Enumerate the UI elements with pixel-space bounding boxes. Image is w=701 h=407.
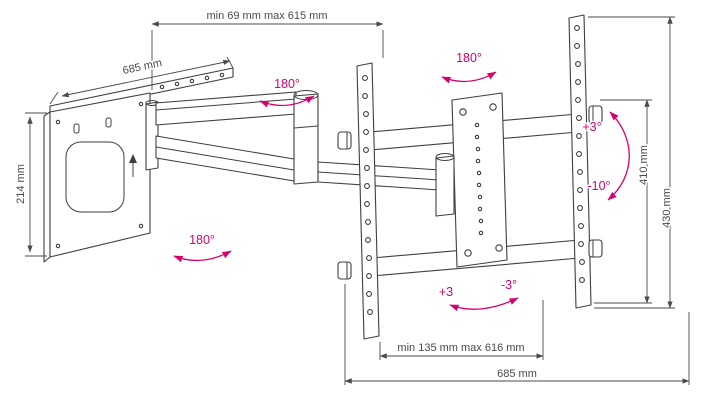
angle-bracket-swivel: 180° bbox=[441, 50, 497, 84]
dim-wall-height-label: 214 mm bbox=[15, 164, 27, 204]
angle-arc bbox=[449, 297, 519, 312]
wall-plate-face bbox=[49, 92, 151, 258]
dim-wall-width-label: 685 mm bbox=[122, 57, 163, 77]
dim-bracket-hole-height-label: 410 mm bbox=[638, 145, 650, 185]
vesa-center-plate bbox=[451, 92, 508, 268]
tv-bracket bbox=[337, 14, 603, 340]
dimension-line bbox=[61, 59, 231, 98]
angle-tilt: +3° -10° bbox=[581, 111, 630, 201]
angle-tilt-down-label: -10° bbox=[587, 179, 610, 193]
knob-right-bottom bbox=[588, 239, 603, 258]
knob-left-top bbox=[337, 131, 352, 150]
extension-line bbox=[49, 91, 59, 105]
angle-tilt-up-label: +3° bbox=[582, 120, 601, 134]
elbow-joint bbox=[293, 93, 319, 185]
dim-bracket-total-height-label: 430 mm bbox=[661, 188, 673, 228]
angle-arm-swivel-lower-label: 180° bbox=[189, 233, 215, 247]
angle-arc bbox=[173, 250, 232, 263]
rail-right bbox=[568, 14, 592, 309]
tv-pivot-cylinder bbox=[435, 155, 455, 217]
wall-plate-holes bbox=[55, 101, 144, 249]
dimension-bottom-span: min 135 mm max 616 mm bbox=[379, 300, 544, 360]
dimension-bracket-width: 685 mm bbox=[344, 284, 690, 385]
vesa-plate-holes bbox=[459, 103, 503, 257]
elbow-seam bbox=[293, 125, 319, 129]
dimension-wall-height: 214 mm bbox=[14, 112, 47, 257]
tv-pivot-cap bbox=[435, 153, 455, 161]
dim-bottom-span-label: min 135 mm max 616 mm bbox=[397, 342, 524, 354]
dim-bracket-width-label: 685 mm bbox=[497, 368, 537, 380]
angle-arm-swivel-lower: 180° bbox=[173, 232, 232, 263]
dim-top-span-label: min 69 mm max 615 mm bbox=[206, 10, 327, 22]
angle-arc bbox=[607, 111, 630, 201]
wall-plate-side-flange bbox=[43, 111, 51, 263]
rail-left bbox=[356, 62, 380, 340]
dimension-top-span: min 69 mm max 615 mm bbox=[151, 9, 384, 90]
knob-right-top bbox=[588, 105, 603, 124]
wall-plate-cutout bbox=[65, 141, 125, 213]
angle-arc bbox=[441, 71, 497, 84]
lower-arm-edge bbox=[155, 146, 301, 172]
angle-arm-swivel-upper: 180° bbox=[259, 76, 315, 108]
angle-level-plus-label: +3 bbox=[439, 285, 453, 299]
tv-link-edge bbox=[317, 171, 441, 181]
angle-level-minus-label: -3° bbox=[501, 278, 517, 292]
knob-left-bottom bbox=[337, 261, 352, 280]
dimension-bracket-total-height: 430 mm bbox=[588, 16, 675, 309]
extension-line bbox=[226, 56, 234, 69]
angle-arc bbox=[259, 95, 315, 108]
wall-pivot-cylinder bbox=[145, 101, 159, 171]
dimension-bracket-hole-height: 410 mm bbox=[594, 99, 652, 304]
angle-level-adjust: +3 -3° bbox=[438, 277, 519, 312]
angle-arm-swivel-upper-label: 180° bbox=[274, 77, 300, 91]
orientation-up-arrow bbox=[129, 154, 137, 177]
clamp-knobs bbox=[337, 105, 603, 280]
angle-bracket-swivel-label: 180° bbox=[456, 51, 482, 65]
